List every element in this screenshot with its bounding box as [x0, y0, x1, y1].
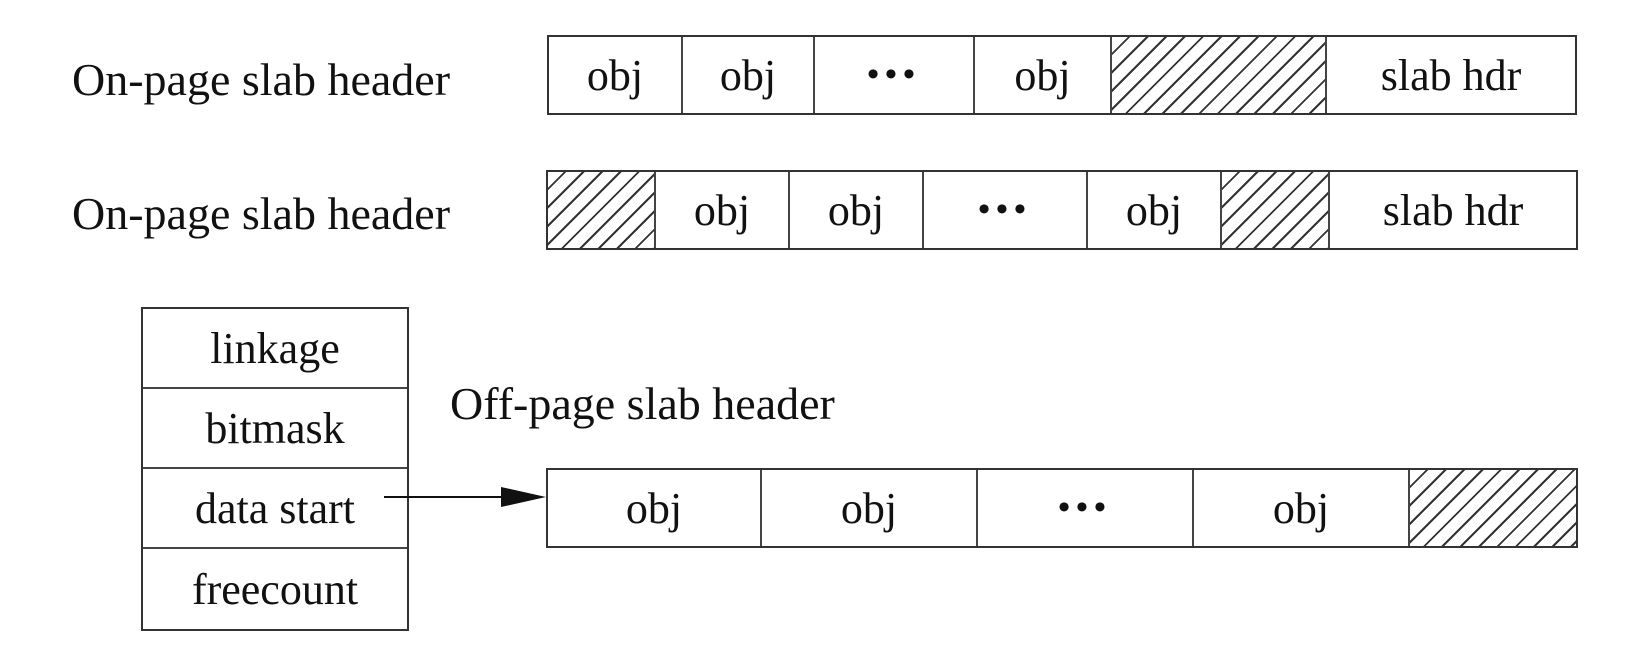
- slab-cell: obj: [762, 470, 978, 546]
- slab-header-cell: slab hdr: [1380, 50, 1522, 100]
- slab-cell: obj: [1088, 172, 1222, 248]
- unused-space-cell: [1222, 172, 1330, 248]
- slab-header-cell: slab hdr: [1382, 185, 1524, 235]
- bitmask-field: bitmask: [143, 389, 407, 469]
- slab-cell: obj: [548, 470, 762, 546]
- linkage-field: linkage: [143, 309, 407, 389]
- ellipsis-cell: •••: [815, 37, 975, 113]
- color-offset-cell: [548, 172, 656, 248]
- data-start-field: data start: [143, 469, 407, 549]
- offpage-header-struct: linkage bitmask data start freecount: [141, 307, 409, 631]
- slab-cell: obj: [975, 37, 1112, 113]
- arrow-head: [501, 487, 546, 507]
- slab-cell: obj: [549, 37, 683, 113]
- ellipsis-cell: •••: [924, 172, 1088, 248]
- freecount-field: freecount: [191, 564, 359, 614]
- slab-cell: obj: [790, 172, 924, 248]
- offpage-label: Off-page slab header: [450, 378, 835, 429]
- ellipsis-cell: •••: [978, 470, 1194, 546]
- slab-cell: obj: [683, 37, 815, 113]
- offpage-slab: obj obj ••• obj: [546, 468, 1578, 548]
- slab-cell: obj: [1194, 470, 1410, 546]
- row1-slab: obj obj ••• obj slab hdr: [547, 35, 1577, 115]
- row2-slab: obj obj ••• obj slab hdr: [546, 170, 1578, 250]
- unused-space-cell: [1112, 37, 1327, 113]
- slab-cell: obj: [656, 172, 790, 248]
- row2-label: On-page slab header: [72, 188, 451, 239]
- unused-space-cell: [1410, 470, 1576, 546]
- row1-label: On-page slab header: [72, 54, 451, 105]
